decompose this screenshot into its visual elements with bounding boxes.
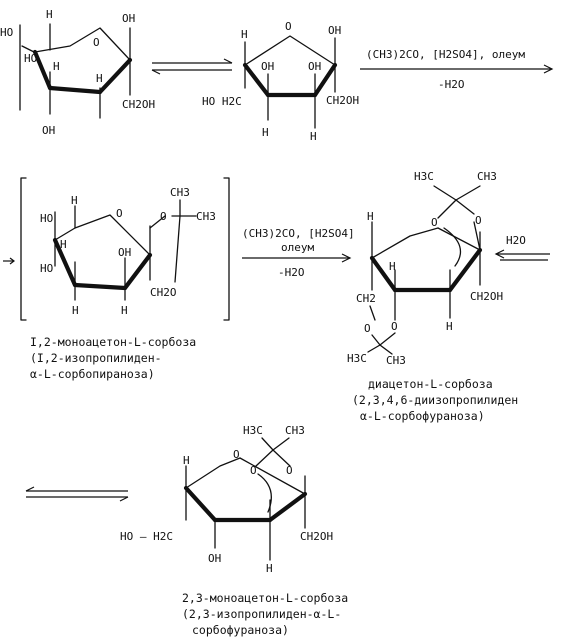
label-o-ring: O bbox=[233, 448, 240, 461]
caption-line: сорбофураноза) bbox=[192, 623, 289, 637]
label-o-ring: O bbox=[93, 36, 100, 49]
reagents-1: (CH3)2CO, [H2SO4], олеум bbox=[366, 48, 525, 61]
caption-mono-furanose: 2,3-моноацетон-L-сорбоза (2,3-изопропили… bbox=[182, 591, 348, 637]
label-ho-h2c: HO – H2C bbox=[120, 530, 173, 543]
label-o-acetal: O bbox=[160, 210, 167, 223]
caption-mono-pyranose: I,2-моноацетон-L-сорбоза (I,2-изопропили… bbox=[30, 335, 196, 381]
label-h-top: H bbox=[183, 454, 190, 467]
label-h-2: H bbox=[53, 60, 60, 73]
label-ho-ch2: HO H2C bbox=[202, 95, 242, 108]
label-ch3: CH3 bbox=[477, 170, 497, 183]
equilibrium-arrow-1 bbox=[151, 58, 233, 75]
label-oh: OH bbox=[208, 552, 221, 565]
reagent-water: H2O bbox=[506, 234, 526, 247]
label-ch2oh: CH2OH bbox=[470, 290, 503, 303]
caption-diacetone: диацетон-L-сорбоза (2,3,4,6-диизопропили… bbox=[352, 377, 518, 423]
label-h-top: H bbox=[367, 210, 374, 223]
label-oh-bottom: OH bbox=[42, 124, 55, 137]
label-h3c: H3C bbox=[243, 424, 263, 437]
label-o-ring: O bbox=[285, 20, 292, 33]
caption-line: (2,3-изопропилиден-α-L- bbox=[182, 607, 341, 621]
label-ch3-bottom: CH3 bbox=[386, 354, 406, 367]
label-ch2oh: CH2OH bbox=[122, 98, 155, 111]
label-h-2: H bbox=[60, 238, 67, 251]
label-ch2oh: CH2OH bbox=[326, 94, 359, 107]
label-ch3-side: CH3 bbox=[196, 210, 216, 223]
label-ch2oh: CH2OH bbox=[300, 530, 333, 543]
label-ho-1: HO bbox=[40, 212, 53, 225]
label-h-c3: H bbox=[262, 126, 269, 139]
caption-line: диацетон-L-сорбоза bbox=[368, 377, 493, 391]
label-oh: OH bbox=[118, 246, 131, 259]
label-oh-c4: OH bbox=[308, 60, 321, 73]
structure-mono-furanose: H3C CH3 O O H O HO – H2C CH2OH OH H bbox=[120, 424, 333, 575]
label-h3c: H3C bbox=[414, 170, 434, 183]
structure-mono-pyranose: HO H H HO H H OH O O CH3 CH3 CH2O bbox=[20, 177, 230, 321]
label-ho-mid: HO bbox=[24, 52, 37, 65]
reagents-2: (CH3)2CO, [H2SO4] bbox=[242, 227, 355, 240]
label-oh-c3: OH bbox=[261, 60, 274, 73]
structure-diacetone: H3C CH3 O O H H CH2 O O H3C CH3 H CH2OH bbox=[347, 170, 503, 367]
label-h-c3: H bbox=[389, 260, 396, 273]
label-ch3-top: CH3 bbox=[170, 186, 190, 199]
label-h-3: H bbox=[72, 304, 79, 317]
label-h-1: H bbox=[46, 8, 53, 21]
caption-line: (2,3,4,6-диизопропилиден bbox=[352, 393, 518, 407]
label-h3c-bottom: H3C bbox=[347, 352, 367, 365]
caption-line: α-L-сорбофураноза) bbox=[360, 409, 485, 423]
caption-line: (I,2-изопропилиден- bbox=[30, 351, 162, 365]
label-oh-anomeric: OH bbox=[328, 24, 341, 37]
label-o-3: O bbox=[364, 322, 371, 335]
structure-sorbofuranose: H O OH HO H2C OH H CH2OH OH H bbox=[202, 20, 359, 143]
reaction-arrow-2: (CH3)2CO, [H2SO4] олеум -H2O bbox=[242, 227, 355, 279]
label-ch2: CH2 bbox=[356, 292, 376, 305]
structure-sorbopyranose: HO HO H H OH H O OH CH2OH bbox=[0, 8, 155, 137]
label-h-bottom: H bbox=[446, 320, 453, 333]
label-ho-2: HO bbox=[40, 262, 53, 275]
caption-line: 2,3-моноацетон-L-сорбоза bbox=[182, 591, 348, 605]
label-o-4: O bbox=[391, 320, 398, 333]
catalyst-2: олеум bbox=[281, 241, 314, 254]
caption-line: α-L-сорбопираноза) bbox=[30, 367, 155, 381]
label-h-1: H bbox=[71, 194, 78, 207]
label-h-top: H bbox=[241, 28, 248, 41]
byproduct-1: -H2O bbox=[438, 78, 465, 91]
label-o-1: O bbox=[250, 464, 257, 477]
hydrolysis-arrow: H2O bbox=[494, 234, 550, 261]
continuation-arrow bbox=[3, 257, 15, 265]
label-h-4: H bbox=[121, 304, 128, 317]
label-o-1: O bbox=[431, 216, 438, 229]
label-oh-anomeric: OH bbox=[122, 12, 135, 25]
label-ho-top: HO bbox=[0, 26, 13, 39]
label-h-c4: H bbox=[310, 130, 317, 143]
label-ch3: CH3 bbox=[285, 424, 305, 437]
byproduct-2: -H2O bbox=[278, 266, 305, 279]
label-o-2: O bbox=[286, 464, 293, 477]
label-o-ring: O bbox=[116, 207, 123, 220]
equilibrium-arrow-2 bbox=[25, 486, 129, 502]
caption-line: I,2-моноацетон-L-сорбоза bbox=[30, 335, 196, 349]
reaction-arrow-1: (CH3)2CO, [H2SO4], олеум -H2O bbox=[360, 48, 554, 91]
label-o-2: O bbox=[475, 214, 482, 227]
label-h: H bbox=[266, 562, 273, 575]
label-ch2o: CH2O bbox=[150, 286, 177, 299]
label-h-bottom: H bbox=[96, 72, 103, 85]
